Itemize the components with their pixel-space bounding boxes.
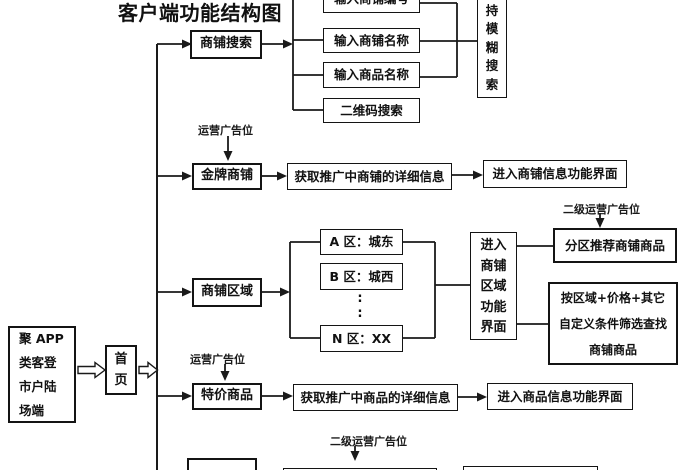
search-option-qrcode: 二维码搜索 <box>323 98 420 123</box>
zone-branch-lines <box>289 241 320 339</box>
gold-shop-enter-node: 进入商铺信息功能界面 <box>483 160 627 188</box>
search-option-shop-name: 输入商铺名称 <box>323 28 420 53</box>
op-ad-label-gold: 运营广告位 <box>198 124 253 137</box>
arrow-shop-area-to-zones <box>262 287 290 297</box>
fuzzy-search-node: 支 持 模 糊 搜 索 <box>477 0 507 98</box>
arrow-gold-detail-to-enter <box>452 170 483 180</box>
arrow-trunk-to-shop-search <box>157 39 192 49</box>
area-enter-output-lines <box>517 245 553 325</box>
custom-filter-node: 按区域+价格+其它 自定义条件筛选查找 商铺商品 <box>548 282 678 365</box>
shop-area-node: 商铺区域 <box>192 278 262 307</box>
area-enter-node: 进入 商铺 区域 功能 界面 <box>470 232 517 340</box>
sec-ad-label-recommend: 二级运营广告位 <box>563 203 640 216</box>
sec-ad-arrow-recommend <box>595 213 605 228</box>
op-ad-arrow-gold <box>223 136 233 161</box>
diagram-title: 客户端功能结构图 <box>118 1 282 25</box>
arrow-special-detail-to-enter <box>458 392 487 402</box>
search-option-shop-number: 输入商铺编号 <box>323 0 420 13</box>
search-option-product-name: 输入商品名称 <box>323 62 420 88</box>
op-ad-arrow-special <box>220 364 230 381</box>
hollow-arrow-client-to-home <box>77 361 107 379</box>
search-option-branch-lines <box>292 0 323 111</box>
op-ad-label-special: 运营广告位 <box>190 353 245 366</box>
client-entry-node: 聚 APP 类客登 市户陆 场端 <box>8 326 76 423</box>
zone-n-node: N 区：XX <box>320 325 403 352</box>
fuzzy-search-connector-lines <box>420 2 477 78</box>
gold-shop-detail-node: 获取推广中商铺的详细信息 <box>287 163 452 190</box>
arrow-gold-to-detail <box>262 171 287 181</box>
arrow-trunk-to-gold-shop <box>157 171 192 181</box>
special-goods-enter-node: 进入商品信息功能界面 <box>487 383 633 410</box>
sec-ad-arrow-bottom <box>350 446 360 461</box>
home-page-node: 首 页 <box>105 345 137 395</box>
zone-recommend-node: 分区推荐商铺商品 <box>553 228 677 263</box>
zone-merge-lines <box>403 241 470 339</box>
shop-search-node: 商铺搜索 <box>190 30 262 59</box>
special-goods-detail-node: 获取推广中商品的详细信息 <box>293 384 458 411</box>
zone-a-node: A 区：城东 <box>320 229 403 255</box>
bottom-right-node-cutoff <box>463 466 598 470</box>
arrow-trunk-to-shop-area <box>157 287 192 297</box>
bottom-middle-node-cutoff <box>283 468 437 470</box>
arrow-trunk-to-special-goods <box>157 391 192 401</box>
hollow-arrow-home-to-trunk <box>138 361 159 379</box>
zone-ellipsis: : : <box>357 291 363 321</box>
bottom-category-node-cutoff <box>187 458 257 470</box>
zone-b-node: B 区：城西 <box>320 263 403 290</box>
sec-ad-label-bottom: 二级运营广告位 <box>330 435 407 448</box>
arrow-special-to-detail <box>262 391 293 401</box>
arrow-shop-search-to-options <box>262 39 293 49</box>
gold-shop-node: 金牌商铺 <box>192 163 262 190</box>
special-goods-node: 特价商品 <box>192 383 262 410</box>
